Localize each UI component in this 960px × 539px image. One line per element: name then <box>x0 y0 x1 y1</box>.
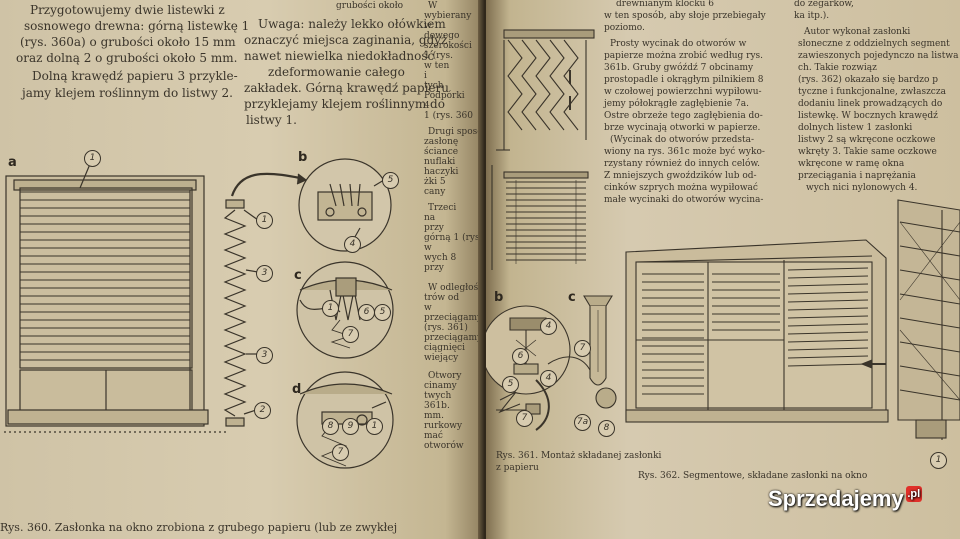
figure-label-c: c <box>568 290 576 305</box>
callout-7: 7 <box>574 340 591 357</box>
callout-4: 4 <box>540 318 557 335</box>
figure-360-drawing <box>4 158 394 469</box>
right-col1-line: jemy półokrągłe zagłębienie 7a. <box>604 99 749 109</box>
right-col2-line: wkręcone w ramę okna <box>798 159 905 169</box>
right-col2-line: przeciągania i naprężania <box>798 171 916 181</box>
right-col2-line: (rys. 362) okazało się bardzo p <box>798 75 938 85</box>
callout-5: 5 <box>502 376 519 393</box>
right-col1-top-line: w ten sposób, aby słoje przebiegały <box>604 11 766 21</box>
right-col1-top-line: drewnianym klocku 6 <box>616 0 715 9</box>
right-col2-line: wych nici nylonowych 4. <box>806 183 918 193</box>
right-col1-line: 361b. Gruby gwóźdź 7 obcinamy <box>604 63 754 73</box>
right-col2-line: listwy 2 są wkręcone oczkowe <box>798 135 936 145</box>
right-col2-top-line: do zegarków, <box>794 0 854 9</box>
right-col1-line: (Wycinak do otworów przedsta- <box>610 135 755 145</box>
callout-1: 1 <box>256 212 273 229</box>
right-col1-line: wiony na rys. 361c może być wyko- <box>604 147 765 157</box>
callout-7: 7 <box>342 326 359 343</box>
figure-361-drawing <box>486 29 960 440</box>
left-col2-line: zdeformowanie całego <box>268 65 405 79</box>
callout-5: 5 <box>374 304 391 321</box>
callout-5: 5 <box>382 172 399 189</box>
callout-7: 7 <box>516 410 533 427</box>
callout-7a: 7a <box>574 414 591 431</box>
callout-4: 4 <box>540 370 557 387</box>
callout-6: 6 <box>512 348 529 365</box>
right-col2-line: słoneczne z oddzielnych segment <box>798 39 950 49</box>
callout-3: 3 <box>256 265 273 282</box>
callout-6: 6 <box>358 304 375 321</box>
callout-7: 7 <box>332 444 349 461</box>
right-col1-line: rzystany również do innych celów. <box>604 159 760 169</box>
callout-1: 1 <box>84 150 101 167</box>
right-col1-line: papierze można zrobić według rys. <box>604 51 764 61</box>
sprzedajemy-watermark-logo: Sprzedajemy.pl <box>768 486 922 511</box>
right-col1-line: Ostre obrzeże tego zagłębienia do- <box>604 111 763 121</box>
right-col2-line: wkręty 3. Takie same oczkowe <box>798 147 937 157</box>
figure-361-caption-2: z papieru <box>496 463 539 473</box>
right-col1-line: prostopadle i okrągłym pilnikiem 8 <box>604 75 764 85</box>
figure-label-c: c <box>294 268 302 283</box>
figure-label-a: a <box>8 155 17 170</box>
right-col1-top-line: poziomo. <box>604 23 645 33</box>
right-col2-line: Autor wykonał zasłonki <box>804 27 911 37</box>
right-col2-line: zawieszonych pojedynczo na listwa <box>798 51 959 61</box>
callout-8: 8 <box>598 420 615 437</box>
left-col2-line: oznaczyć miejsca zaginania, gdyż <box>244 33 448 47</box>
left-col1-line: (rys. 360a) o grubości około 15 mm <box>20 35 236 49</box>
right-col1-line: w czołowej powierzchni wypiłowu- <box>604 87 762 97</box>
right-col1-line: brze wycinają otworki w papierze. <box>604 123 761 133</box>
figure-label-d: d <box>292 382 302 397</box>
left-col2-line: przyklejamy klejem roślinnym do <box>244 97 445 111</box>
left-col2-top-fragment: grubości około <box>336 1 404 11</box>
callout-3: 3 <box>256 347 273 364</box>
right-col2-line: tyczne i funkcjonalne, zwłaszcza <box>798 87 946 97</box>
left-col1-line: jamy klejem roślinnym do listwy 2. <box>22 86 233 100</box>
callout-8: 8 <box>322 418 339 435</box>
callout-1: 1 <box>322 300 339 317</box>
figure-361-caption: Rys. 361. Montaż składanej zasłonki <box>496 451 662 461</box>
left-page: Przygotowujemy dwie listewki z sosnowego… <box>0 0 484 539</box>
right-col1-line: Z mniejszych gwoździków lub od- <box>604 171 757 181</box>
callout-1: 1 <box>930 452 947 469</box>
right-col1-line: Prosty wycinak do otworów w <box>610 39 747 49</box>
right-col2-line: dodaniu linek prowadzących do <box>798 99 943 109</box>
callout-9: 9 <box>342 418 359 435</box>
right-col2-line: listewkę. W bocznych krawędź <box>798 111 938 121</box>
right-page: b c 4 6 4 5 7 7 7a 8 1 drewnianym klocku… <box>486 0 960 539</box>
callout-4: 4 <box>344 236 361 253</box>
right-col1-line: małe wycinaki do otworów wycina- <box>604 195 764 205</box>
left-col2-line: Uwaga: należy lekko ołówkiem <box>258 17 446 31</box>
left-col1-line: Przygotowujemy dwie listewki z <box>30 3 225 17</box>
figure-label-b: b <box>494 290 504 305</box>
watermark-badge: .pl <box>905 486 922 502</box>
callout-2: 2 <box>254 402 271 419</box>
callout-1: 1 <box>366 418 383 435</box>
figure-label-b: b <box>298 150 308 165</box>
right-col2-top-line: ka itp.). <box>794 11 830 21</box>
right-col2-line: ch. Takie rozwiąz <box>798 63 877 73</box>
left-col2-line: nawet niewielka niedokładność <box>244 49 435 63</box>
figure-360-caption: Rys. 360. Zasłonka na okno zrobiona z gr… <box>0 521 398 534</box>
right-col2-line: dolnych listew 1 zasłonki <box>798 123 913 133</box>
left-col1-line: Dolną krawędź papieru 3 przykle- <box>32 69 238 83</box>
left-col1-line: sosnowego drewna: górną listewkę 1 <box>24 19 250 33</box>
left-col1-line: oraz dolną 2 o grubości około 5 mm. <box>16 51 238 65</box>
left-col2-line: zakładek. Górną krawędź papieru <box>244 81 449 95</box>
figure-362-caption: Rys. 362. Segmentowe, składane zasłonki … <box>638 471 868 481</box>
left-col2-line: listwy 1. <box>246 113 297 127</box>
right-col1-line: cinków szprych można wypiłować <box>604 183 758 193</box>
